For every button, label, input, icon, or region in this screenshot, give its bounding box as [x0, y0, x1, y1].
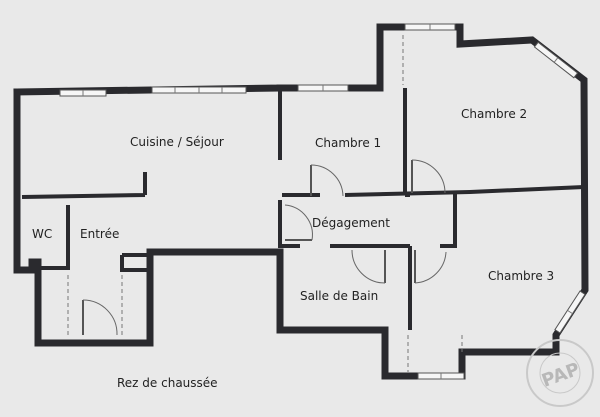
door-entree — [82, 299, 118, 336]
window-chambre2-corner — [533, 41, 579, 79]
label-chambre-3: Chambre 3 — [488, 269, 554, 283]
doors — [82, 159, 447, 336]
window-bottom — [417, 372, 465, 380]
dashed-openings — [67, 35, 463, 372]
interior-walls — [21, 88, 585, 330]
label-degagement: Dégagement — [312, 216, 390, 230]
door-salle-de-bain — [351, 249, 386, 284]
label-level: Rez de chaussée — [117, 376, 218, 390]
door-chambre2 — [411, 159, 446, 194]
door-chambre3 — [414, 250, 447, 284]
door-degagement — [284, 204, 313, 241]
window-cuisine-right — [151, 86, 247, 94]
label-cuisine-sejour: Cuisine / Séjour — [130, 135, 224, 149]
windows — [59, 23, 586, 380]
label-salle-de-bain: Salle de Bain — [300, 289, 378, 303]
label-wc: WC — [32, 227, 52, 241]
label-chambre-2: Chambre 2 — [461, 107, 527, 121]
window-chambre3 — [554, 290, 586, 334]
window-chambre2-top — [404, 23, 456, 31]
label-chambre-1: Chambre 1 — [315, 136, 381, 150]
window-chambre1 — [297, 84, 349, 92]
label-entree: Entrée — [80, 227, 119, 241]
window-cuisine-left — [59, 89, 107, 97]
door-chambre1 — [310, 164, 344, 197]
